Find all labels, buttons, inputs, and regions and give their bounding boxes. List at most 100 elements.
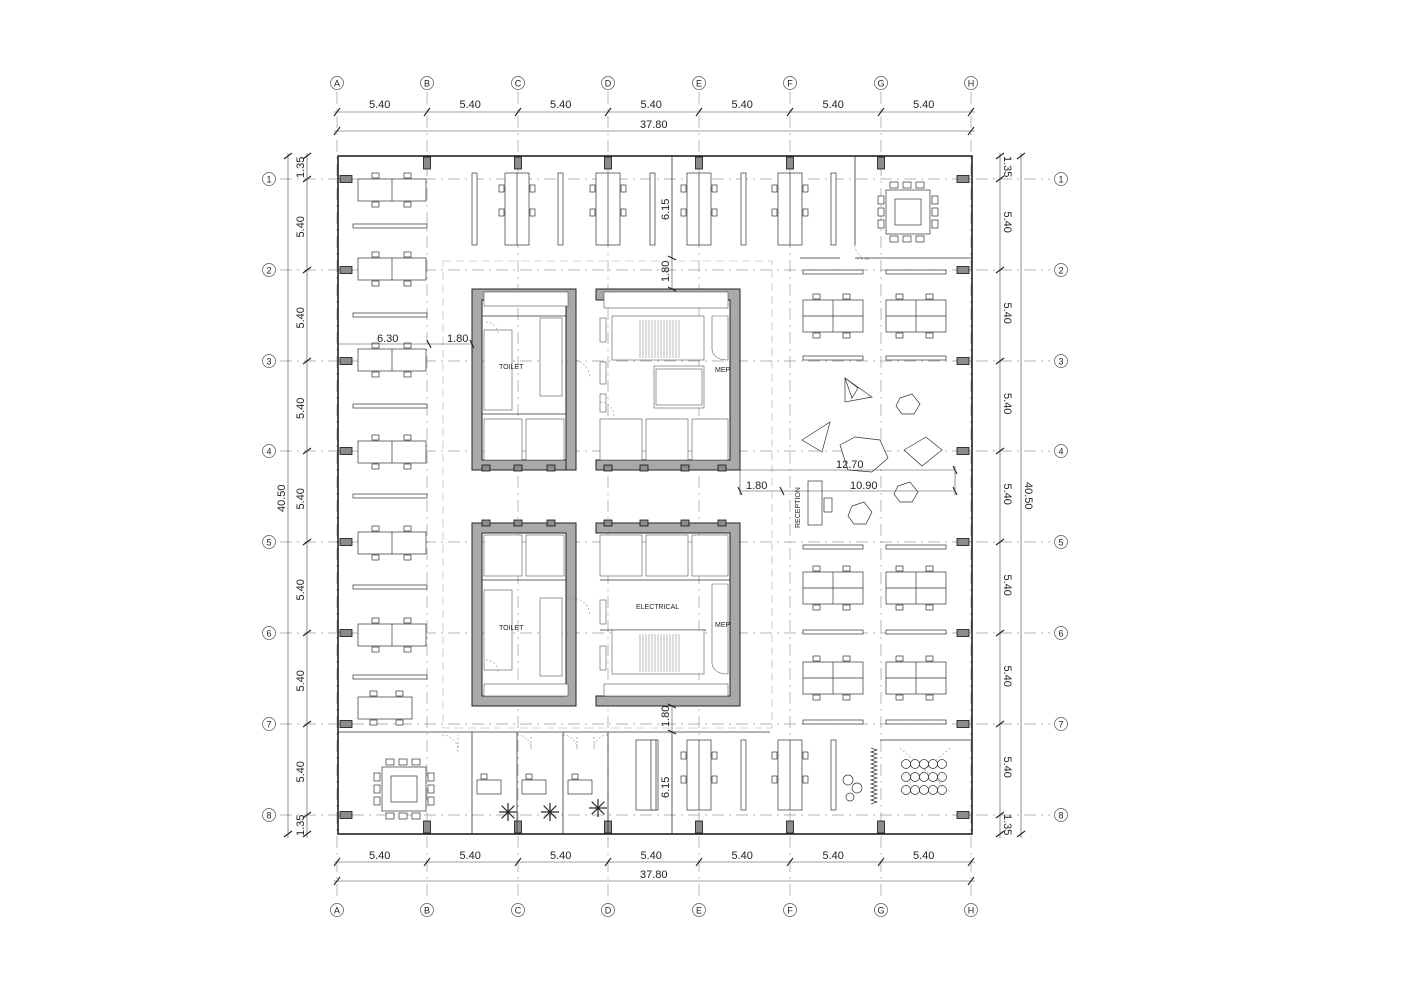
dimension-tick bbox=[995, 175, 1005, 183]
dimension-tick bbox=[302, 720, 312, 728]
side-table bbox=[845, 792, 855, 802]
plant-leaf bbox=[597, 807, 605, 815]
chair bbox=[925, 655, 934, 662]
chair bbox=[369, 690, 378, 697]
chair bbox=[895, 604, 904, 611]
grid-bubble-circle bbox=[330, 903, 344, 917]
column bbox=[339, 629, 353, 637]
dim-corridor-gap: 1.80 bbox=[447, 333, 468, 345]
chair bbox=[895, 293, 904, 300]
chair bbox=[371, 342, 380, 349]
chair bbox=[371, 201, 380, 208]
chair bbox=[802, 208, 809, 217]
column bbox=[877, 156, 885, 170]
chair bbox=[589, 208, 596, 217]
chair bbox=[925, 565, 934, 572]
grid-bubble-label: 4 bbox=[1058, 446, 1063, 456]
chair bbox=[680, 751, 687, 760]
lounge-table bbox=[895, 393, 921, 415]
grid-bubble-label: 6 bbox=[1058, 628, 1063, 638]
dim-bay-left: 5.40 bbox=[295, 398, 307, 419]
grid-bubble-top-B: B bbox=[420, 76, 434, 90]
training-zone-cross bbox=[899, 747, 951, 793]
dim-bay-bottom: 5.40 bbox=[369, 850, 390, 862]
grid-bubble-top-D: D bbox=[601, 76, 615, 90]
grid-bubble-bottom-A: A bbox=[330, 903, 344, 917]
dim-overall-width-top: 37.80 bbox=[640, 119, 668, 131]
dim-bay-right: 5.40 bbox=[1001, 484, 1013, 505]
plant-leaf bbox=[549, 811, 557, 819]
grid-bubble-label: 8 bbox=[266, 810, 271, 820]
storage-unit bbox=[802, 544, 864, 550]
storage-unit bbox=[649, 172, 656, 246]
planter-hedge bbox=[869, 747, 879, 805]
dimension-tick bbox=[423, 857, 431, 867]
chair bbox=[371, 554, 380, 561]
storage-unit bbox=[352, 674, 428, 680]
storage-unit bbox=[802, 719, 864, 725]
chair bbox=[711, 775, 718, 784]
grid-bubble-label: 1 bbox=[266, 174, 271, 184]
dim-bay-top: 5.40 bbox=[550, 99, 571, 111]
chair bbox=[711, 208, 718, 217]
grid-bubble-left-4: 4 bbox=[262, 444, 276, 458]
chair bbox=[403, 172, 412, 179]
chair bbox=[620, 184, 627, 193]
chair bbox=[931, 219, 939, 229]
storage-unit bbox=[740, 172, 747, 246]
grid-bubble-circle bbox=[874, 76, 888, 90]
column bbox=[695, 156, 703, 170]
dim-bay-left: 5.40 bbox=[295, 579, 307, 600]
grid-bubble-left-3: 3 bbox=[262, 354, 276, 368]
grid-bubble-label: H bbox=[968, 905, 975, 915]
chair bbox=[403, 371, 412, 378]
chair bbox=[680, 775, 687, 784]
storage-unit bbox=[885, 355, 947, 361]
chair bbox=[385, 812, 395, 820]
dimension-tick bbox=[283, 152, 293, 160]
grid-bubble-bottom-H: H bbox=[964, 903, 978, 917]
chair bbox=[812, 655, 821, 662]
chair bbox=[395, 719, 404, 726]
chair bbox=[812, 565, 821, 572]
dimension-tick bbox=[302, 830, 312, 838]
chair bbox=[480, 773, 488, 780]
training-seat bbox=[928, 772, 938, 782]
dim-edge-top-right: 1.35 bbox=[1001, 156, 1013, 177]
chair bbox=[771, 208, 778, 217]
grid-bubble-label: 5 bbox=[1058, 537, 1063, 547]
column bbox=[339, 447, 353, 455]
reception-label: RECEPTION bbox=[795, 487, 802, 528]
plant-leaf bbox=[549, 805, 557, 813]
dim-bay-top: 5.40 bbox=[913, 99, 934, 111]
grid-bubble-circle bbox=[1054, 263, 1068, 277]
dimension-tick bbox=[995, 538, 1005, 546]
chair bbox=[889, 235, 899, 243]
column bbox=[956, 720, 970, 728]
storage-unit bbox=[352, 493, 428, 499]
grid-bubble-circle bbox=[420, 76, 434, 90]
dim-bay-left: 5.40 bbox=[295, 307, 307, 328]
dim-bay-bottom: 5.40 bbox=[460, 850, 481, 862]
column bbox=[339, 811, 353, 819]
dim-bay-top: 5.40 bbox=[641, 99, 662, 111]
chair bbox=[371, 463, 380, 470]
office-desk bbox=[521, 779, 547, 795]
chair bbox=[371, 434, 380, 441]
dim-bay-right: 5.40 bbox=[1001, 303, 1013, 324]
chair bbox=[371, 617, 380, 624]
chair bbox=[403, 434, 412, 441]
mep-lower-label: MEP bbox=[715, 622, 731, 629]
training-seat bbox=[919, 759, 929, 769]
grid-bubble-top-F: F bbox=[783, 76, 797, 90]
meeting-table-ne-inner bbox=[894, 198, 922, 226]
stairs bbox=[639, 320, 680, 672]
core-lower bbox=[471, 519, 741, 707]
dim-edge-top-left: 1.35 bbox=[295, 157, 307, 178]
grid-bubble-circle bbox=[1054, 717, 1068, 731]
dimension-tick bbox=[995, 447, 1005, 455]
dim-bay-right: 5.40 bbox=[1001, 666, 1013, 687]
storage-unit bbox=[802, 355, 864, 361]
column bbox=[956, 266, 970, 274]
